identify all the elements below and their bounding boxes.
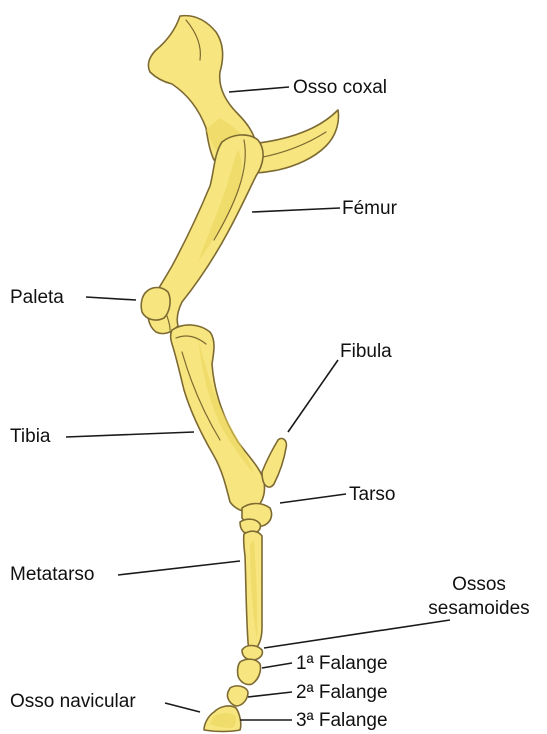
label-navicular: Osso navicular — [10, 692, 136, 711]
leader-paleta — [86, 297, 136, 300]
leader-sesamoides — [264, 620, 450, 648]
leader-osso-coxal — [229, 87, 289, 92]
leader-tarso — [280, 494, 346, 503]
label-paleta: Paleta — [10, 288, 64, 307]
label-sesamoides-line2: sesamoides — [416, 597, 542, 621]
patella-bone — [141, 288, 170, 321]
label-tarso: Tarso — [349, 485, 395, 504]
phalanx-1-bone — [238, 659, 261, 684]
label-sesamoides-line1: Ossos — [416, 573, 542, 597]
label-falange-2: 2ª Falange — [296, 683, 388, 702]
label-osso-coxal: Osso coxal — [293, 78, 387, 97]
label-falange-1: 1ª Falange — [296, 654, 388, 673]
label-tibia: Tibia — [10, 427, 50, 446]
phalanx-2-bone — [227, 686, 248, 706]
leader-tibia — [66, 432, 194, 437]
leader-metatarso — [118, 561, 240, 575]
leader-falange-2 — [248, 692, 292, 697]
label-femur: Fémur — [342, 199, 397, 218]
ischium-wing — [250, 110, 339, 173]
label-ossos-sesamoides: Ossos sesamoides — [416, 573, 542, 621]
label-metatarso: Metatarso — [10, 565, 94, 584]
leader-navicular — [165, 703, 200, 712]
fibula-bone — [262, 438, 286, 487]
leader-fibula — [288, 360, 338, 432]
label-fibula: Fibula — [340, 342, 392, 361]
leader-falange-1 — [262, 663, 292, 668]
sesamoid-bone — [242, 646, 262, 661]
label-falange-3: 3ª Falange — [296, 711, 388, 730]
leader-femur — [252, 208, 340, 212]
